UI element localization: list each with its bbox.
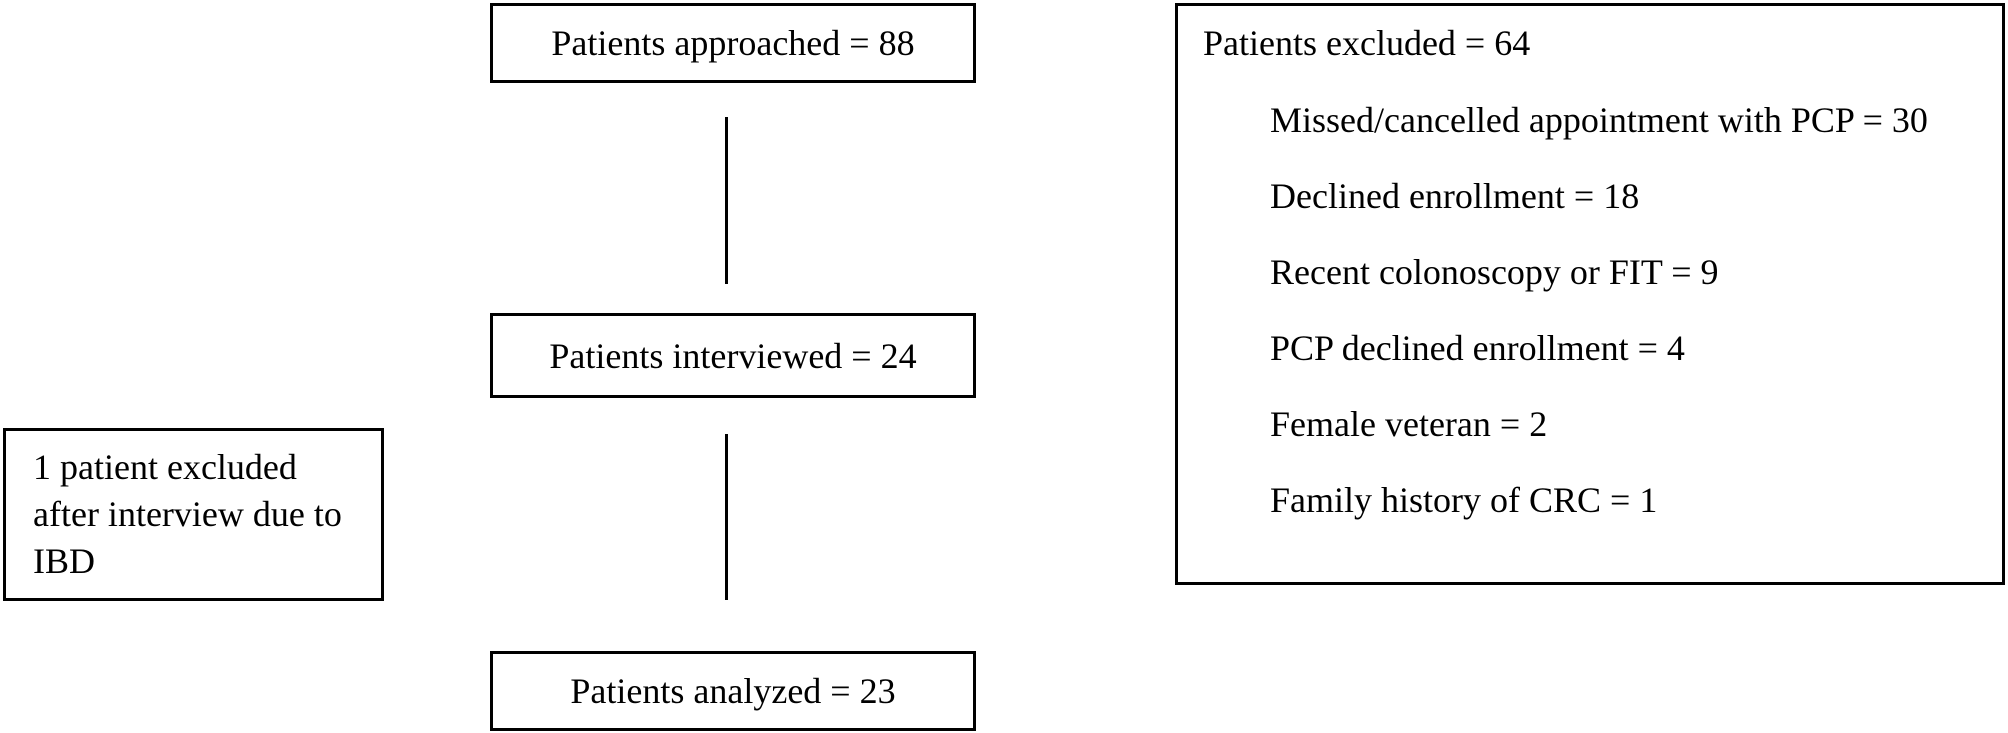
connector-approached-to-interviewed [725, 117, 728, 284]
exclusion-reason-missed-appointment: Missed/cancelled appointment with PCP = … [1270, 100, 1928, 140]
patients-approached-box: Patients approached = 88 [490, 3, 976, 83]
patients-approached-label: Patients approached = 88 [551, 23, 915, 63]
post-interview-exclusion-line-2: after interview due to [33, 494, 342, 534]
post-interview-exclusion-box: 1 patient excluded after interview due t… [3, 428, 384, 601]
patients-excluded-box: Patients excluded = 64 Missed/cancelled … [1175, 3, 2005, 585]
exclusion-reason-female-veteran: Female veteran = 2 [1270, 404, 1548, 444]
connector-interviewed-to-analyzed [725, 434, 728, 600]
post-interview-exclusion-line-3: IBD [33, 541, 95, 581]
patients-analyzed-box: Patients analyzed = 23 [490, 651, 976, 731]
exclusion-reason-pcp-declined: PCP declined enrollment = 4 [1270, 328, 1685, 368]
exclusion-reason-declined-enrollment: Declined enrollment = 18 [1270, 176, 1640, 216]
patients-interviewed-box: Patients interviewed = 24 [490, 313, 976, 398]
patients-analyzed-label: Patients analyzed = 23 [570, 671, 896, 711]
post-interview-exclusion-line-1: 1 patient excluded [33, 447, 297, 487]
exclusion-reason-family-history: Family history of CRC = 1 [1270, 480, 1658, 520]
patients-interviewed-label: Patients interviewed = 24 [549, 335, 917, 376]
exclusion-reason-recent-screening: Recent colonoscopy or FIT = 9 [1270, 252, 1719, 292]
exclusion-reasons-list: Missed/cancelled appointment with PCP = … [1270, 102, 1928, 558]
patients-excluded-title: Patients excluded = 64 [1203, 23, 1531, 63]
